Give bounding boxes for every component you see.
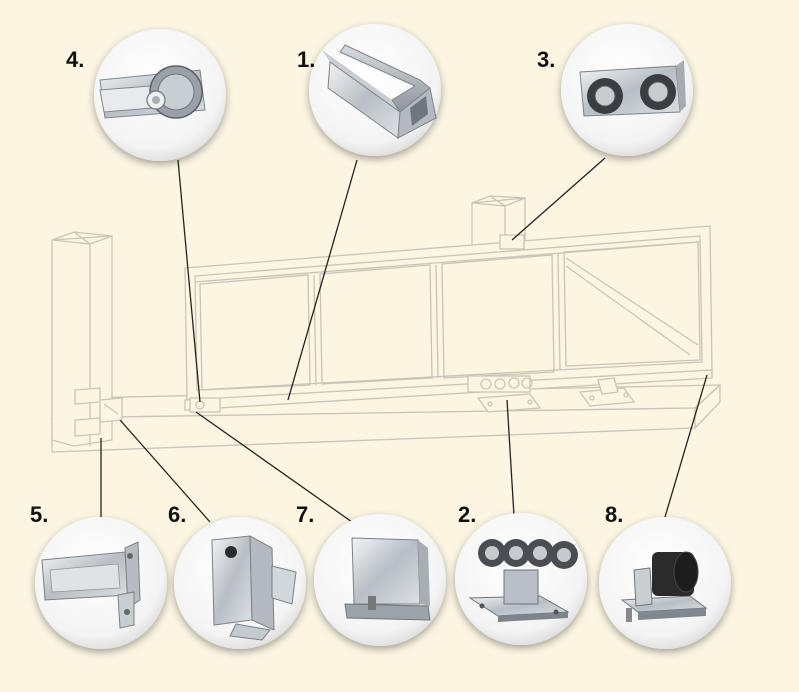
carriage-mark — [467, 375, 542, 413]
label-7: 7. — [296, 502, 314, 527]
component-7: 7. — [296, 502, 446, 646]
leader-1 — [287, 159, 358, 401]
leader-7 — [195, 411, 353, 523]
end-cap-icon — [344, 537, 431, 621]
carriage-mark-2 — [578, 377, 636, 407]
label-3: 3. — [537, 47, 555, 72]
label-4: 4. — [66, 47, 84, 72]
component-8: 8. — [599, 502, 731, 649]
component-3: 3. — [537, 24, 693, 156]
catcher-marks — [74, 387, 123, 437]
gate-drawing — [50, 195, 722, 453]
label-2: 2. — [458, 502, 476, 527]
lower-catcher-icon — [41, 541, 141, 629]
component-1: 1. — [297, 24, 441, 156]
upper-catcher-icon — [211, 535, 297, 641]
leader-6 — [119, 419, 211, 523]
upper-guide-mark — [499, 234, 525, 250]
leader-2 — [506, 399, 515, 517]
rubber-stopper-icon — [620, 551, 708, 622]
component-2: 2. — [455, 502, 587, 645]
component-6: 6. — [168, 502, 306, 649]
leader-4 — [177, 159, 201, 403]
leader-8 — [664, 374, 708, 518]
label-8: 8. — [605, 502, 623, 527]
upper-guide-rollers-icon — [579, 60, 686, 117]
roller-carriage-icon — [468, 539, 578, 622]
label-6: 6. — [168, 502, 186, 527]
label-5: 5. — [30, 502, 48, 527]
component-5: 5. — [30, 502, 167, 649]
leader-3 — [511, 157, 606, 241]
component-4: 4. — [66, 29, 226, 161]
gate-frame — [184, 225, 713, 411]
track-profile-icon — [322, 44, 437, 139]
label-1: 1. — [297, 47, 315, 72]
end-roller-icon — [99, 65, 206, 119]
leader-lines — [100, 157, 708, 523]
end-roller-mark — [189, 397, 221, 413]
